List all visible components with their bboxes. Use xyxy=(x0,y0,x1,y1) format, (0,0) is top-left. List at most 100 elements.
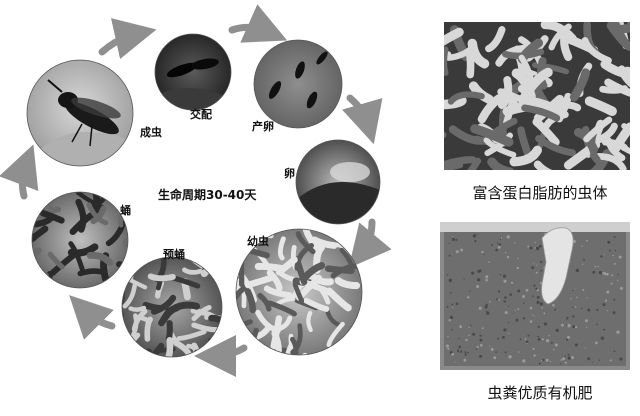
frass-grain-dot xyxy=(538,244,542,248)
arrow-laying-to-egg xyxy=(342,94,383,145)
frass-grain-dot xyxy=(567,356,571,360)
frass-grain-dot xyxy=(478,306,482,310)
frass-grain-dot xyxy=(606,290,610,294)
texture-stroke xyxy=(509,145,542,167)
texture-stroke xyxy=(306,310,313,333)
stage-label-pupa: 蛹 xyxy=(120,204,131,217)
frass-grain-dot xyxy=(508,355,512,359)
texture-stroke xyxy=(86,251,114,267)
frass-grain-dot xyxy=(473,234,477,237)
frass-grain-dot xyxy=(533,354,536,357)
frass-grain-dot xyxy=(448,254,451,257)
texture-stroke xyxy=(581,37,612,64)
texture-stroke xyxy=(263,348,288,355)
frass-grain-dot xyxy=(607,310,609,312)
frass-grain-dot xyxy=(543,322,548,326)
frass-grain-dot xyxy=(448,278,452,283)
frass-grain-dot xyxy=(529,320,533,323)
frass-grain-dot xyxy=(455,302,459,306)
texture-stroke xyxy=(444,131,447,138)
frass-grain-dot xyxy=(468,334,470,337)
frass-grain-dot xyxy=(529,246,532,248)
frass-grain-dot xyxy=(483,253,485,255)
frass-grain-dot xyxy=(532,263,534,265)
frass-grain-dot xyxy=(566,316,569,319)
frass-grain-dot xyxy=(479,354,483,358)
frass-grain-dot xyxy=(582,263,584,265)
texture-stroke xyxy=(334,277,361,290)
texture-stroke xyxy=(325,287,352,312)
frass-grain-dot xyxy=(613,236,616,238)
stage-label-egg: 卵 xyxy=(284,167,295,180)
frass-grain-dot xyxy=(584,347,587,349)
frass-grain-dot xyxy=(477,278,481,282)
frass-grain-dot xyxy=(537,337,541,341)
frass-grain-dot xyxy=(495,248,499,252)
frass-grain-dot xyxy=(584,319,588,323)
frass-grain-dot xyxy=(567,335,570,339)
frass-grain-dot xyxy=(498,299,501,301)
frass-grain-dot xyxy=(497,337,500,340)
larvae-photo xyxy=(235,228,363,356)
texture-stroke xyxy=(67,243,99,257)
texture-stroke xyxy=(77,268,103,277)
texture-stroke xyxy=(493,117,518,135)
texture-stroke xyxy=(309,273,334,286)
texture-stroke xyxy=(86,202,109,226)
frass-grain-dot xyxy=(451,237,455,241)
frass-grain-dot xyxy=(612,254,614,257)
texture-stroke xyxy=(484,132,513,157)
frass-grain-dot xyxy=(504,311,508,315)
frass-grain-dot xyxy=(497,245,501,249)
texture-stroke xyxy=(533,160,553,170)
frass-grain-dot xyxy=(567,323,571,328)
frass-fertilizer-caption: 虫粪优质有机肥 xyxy=(487,384,593,402)
frass-grain-dot xyxy=(464,351,467,354)
frass-grain-dot xyxy=(586,297,588,299)
texture-stroke xyxy=(626,22,630,27)
texture-stroke xyxy=(32,215,54,228)
frass-grain-dot xyxy=(497,290,500,293)
frass-grain-dot xyxy=(549,360,552,363)
texture-stroke xyxy=(32,247,42,263)
frass-grain-dot xyxy=(574,306,577,308)
frass-grain-dot xyxy=(552,304,555,307)
frass-grain-dot xyxy=(499,274,501,276)
frass-grain-dot xyxy=(581,245,583,247)
frass-grain-dot xyxy=(553,348,555,351)
frass-grain-dot xyxy=(555,328,559,332)
frass-grain-dot xyxy=(561,323,564,327)
frass-grain-dot xyxy=(570,298,572,300)
frass-grain-dot xyxy=(618,255,622,259)
texture-stroke xyxy=(594,153,627,170)
frass-grain-dot xyxy=(477,233,479,235)
frass-grain-dot xyxy=(537,325,540,328)
frass-grain-dot xyxy=(516,266,519,270)
frass-grain-dot xyxy=(489,300,491,303)
frass-grain-dot xyxy=(587,308,591,312)
texture-stroke xyxy=(43,270,54,288)
frass-grain-dot xyxy=(496,242,499,244)
frass-grain-dot xyxy=(519,338,522,341)
frass-grain-dot xyxy=(465,338,468,342)
frass-grain-dot xyxy=(448,319,451,322)
texture-stroke xyxy=(247,327,259,355)
frass-grain-dot xyxy=(518,351,520,353)
texture-stroke xyxy=(39,209,65,224)
texture-stroke xyxy=(604,78,630,97)
texture-stroke xyxy=(165,320,173,342)
frass-grain-dot xyxy=(515,318,519,322)
frass-grain-dot xyxy=(619,286,623,290)
texture-stroke xyxy=(160,337,174,357)
arrow-larva-to-prepupa xyxy=(194,334,248,377)
frass-grain-dot xyxy=(447,335,449,338)
texture-stroke xyxy=(168,301,201,314)
frass-grain-dot xyxy=(446,274,449,276)
texture-stroke xyxy=(511,68,536,102)
frass-grain-dot xyxy=(523,302,525,304)
frass-grain-dot xyxy=(464,353,467,356)
frass-grain-dot xyxy=(540,269,542,272)
texture-stroke xyxy=(500,88,525,103)
frass-grain-dot xyxy=(600,255,603,258)
